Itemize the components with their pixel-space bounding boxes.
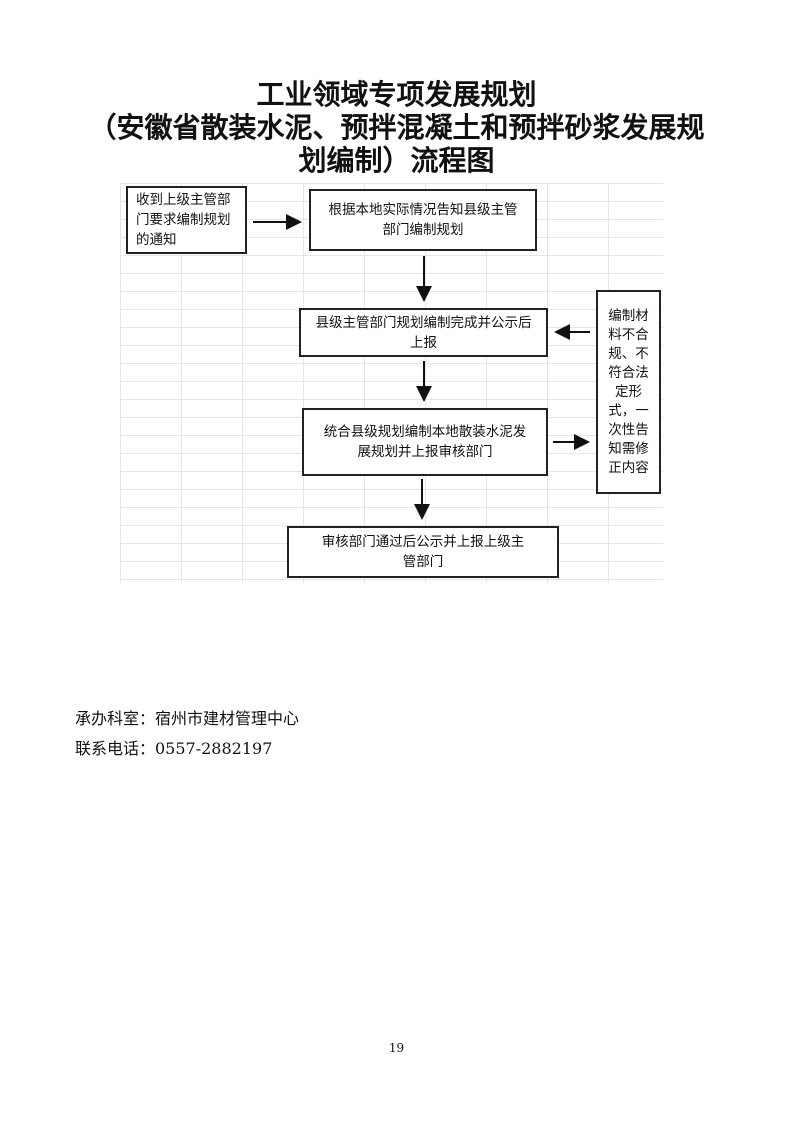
title-line: 划编制）流程图 [298, 144, 495, 177]
flow-side-note: 编制材料不合规、不符合法定形式，一次性告知需修正内容 [596, 290, 661, 494]
phone-label: 联系电话：0557-2882197 [75, 739, 273, 758]
flow-step-1: 收到上级主管部门要求编制规划的通知 [126, 186, 247, 254]
office-label: 承办科室：宿州市建材管理中心 [75, 709, 300, 728]
flow-step-5: 审核部门通过后公示并上报上级主管部门 [287, 526, 559, 578]
title-line: 工业领域专项发展规划 [256, 78, 537, 111]
flow-step-4: 统合县级规划编制本地散装水泥发展规划并上报审核部门 [302, 408, 548, 476]
flow-step-2: 根据本地实际情况告知县级主管部门编制规划 [309, 189, 537, 251]
flow-step-3: 县级主管部门规划编制完成并公示后上报 [299, 308, 548, 357]
page-number: 19 [388, 1041, 405, 1055]
page-title: 工业领域专项发展规划 （安徽省散装水泥、预拌混凝土和预拌砂浆发展规 划编制）流程… [0, 78, 793, 177]
title-line: （安徽省散装水泥、预拌混凝土和预拌砂浆发展规 [88, 111, 705, 144]
